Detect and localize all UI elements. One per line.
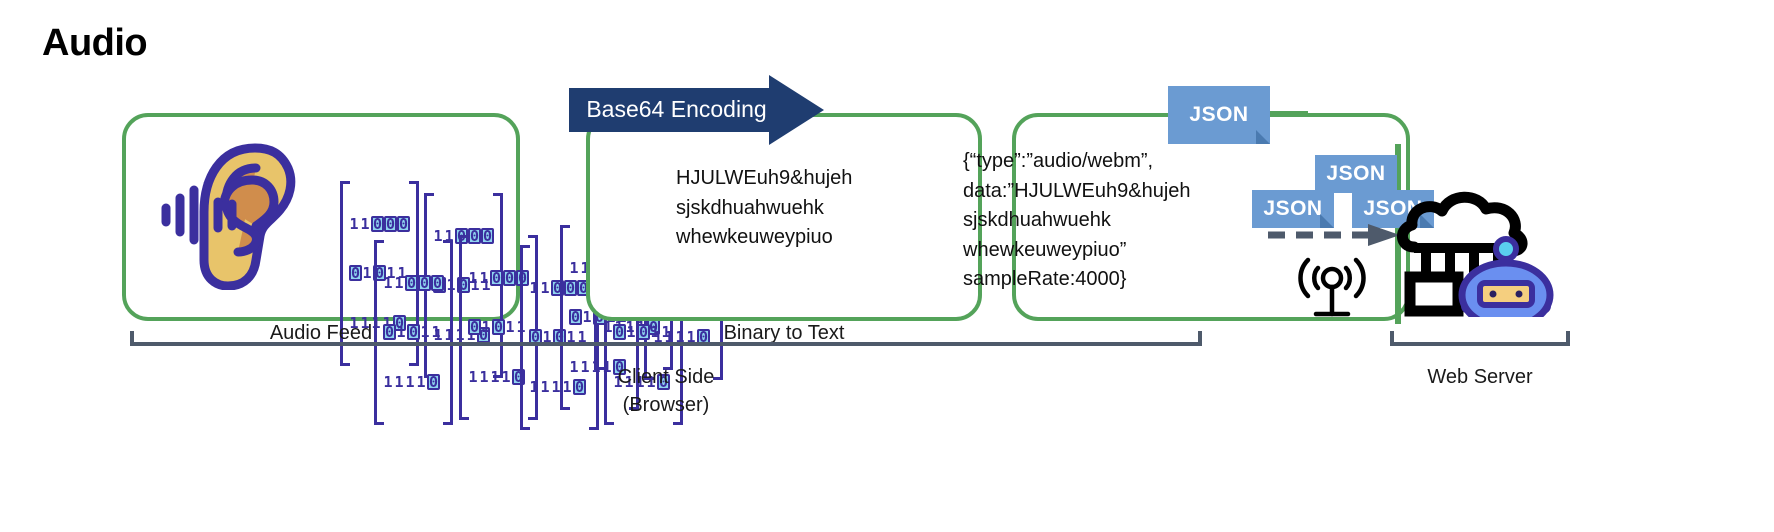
json-tag-label: JSON bbox=[1326, 162, 1386, 185]
page-title: Audio bbox=[42, 22, 148, 64]
panel-caption-binary: Binary to Text bbox=[723, 322, 845, 344]
json-tag-left: JSON bbox=[1252, 190, 1334, 228]
ear-icon bbox=[161, 143, 296, 290]
tag-fold-corner bbox=[1420, 214, 1434, 228]
connector-json-horizontal bbox=[1240, 111, 1308, 117]
base64-arrow-label: Base64 Encoding bbox=[586, 96, 767, 122]
json-tag-label: JSON bbox=[1189, 103, 1249, 126]
json-tag-right: JSON bbox=[1352, 190, 1434, 228]
antenna-broadcast-icon bbox=[1298, 257, 1366, 317]
base64-arrow-icon bbox=[569, 75, 824, 145]
panel-caption-audio: Audio Feed bbox=[269, 322, 373, 344]
label-web-server: Web Server bbox=[1427, 366, 1533, 388]
json-tag-top: JSON bbox=[1315, 155, 1397, 193]
tag-fold-corner bbox=[1320, 214, 1334, 228]
panel-audio-feed bbox=[122, 113, 520, 321]
dashed-arrow-right-icon bbox=[1268, 224, 1400, 246]
label-client-side: Client Side (Browser) bbox=[617, 366, 715, 417]
json-tag-label: JSON bbox=[1263, 197, 1323, 220]
panel-binary-to-text bbox=[586, 113, 982, 321]
json-tag-main: JSON bbox=[1168, 86, 1270, 144]
json-payload-text: {“type”:”audio/webm”, data:”HJULWEuh9&hu… bbox=[963, 150, 1191, 291]
base64-text-output: HJULWEuh9&hujeh sjskdhuahwuehk whewkeuwe… bbox=[676, 167, 853, 249]
bracket-web-server bbox=[1390, 331, 1570, 346]
bracket-client-side bbox=[130, 331, 1202, 346]
cloud-server-robot-icon bbox=[1397, 191, 1554, 317]
tag-fold-corner bbox=[1256, 130, 1270, 144]
json-tag-label: JSON bbox=[1363, 197, 1423, 220]
